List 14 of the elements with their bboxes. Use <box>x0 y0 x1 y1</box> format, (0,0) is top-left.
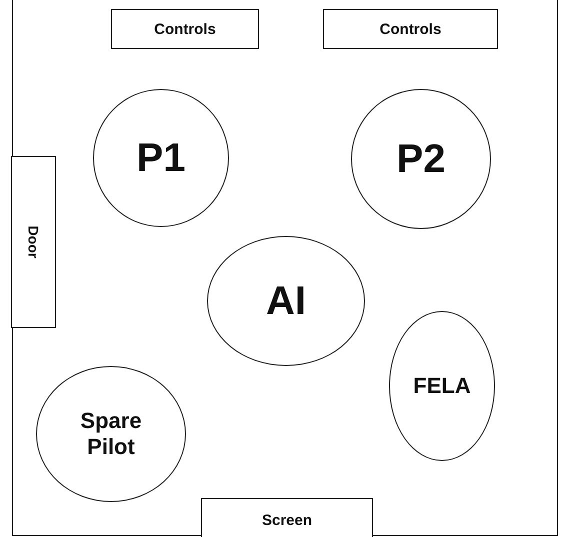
panel-box <box>111 9 259 49</box>
seat-label: Spare Pilot <box>79 408 143 460</box>
door-box <box>11 156 56 328</box>
panel-label: Door <box>26 226 42 258</box>
room-outline <box>12 0 558 536</box>
seat-label: FELA <box>413 373 471 399</box>
panel-box <box>201 498 373 537</box>
panel-box <box>323 9 498 49</box>
panel-label: Controls <box>154 20 216 38</box>
seat-label: P2 <box>396 136 446 182</box>
seat-label: P1 <box>136 136 186 180</box>
panel-label: Controls <box>380 20 442 38</box>
panel-label: Screen <box>262 512 312 529</box>
seat-label: AI <box>266 278 306 324</box>
